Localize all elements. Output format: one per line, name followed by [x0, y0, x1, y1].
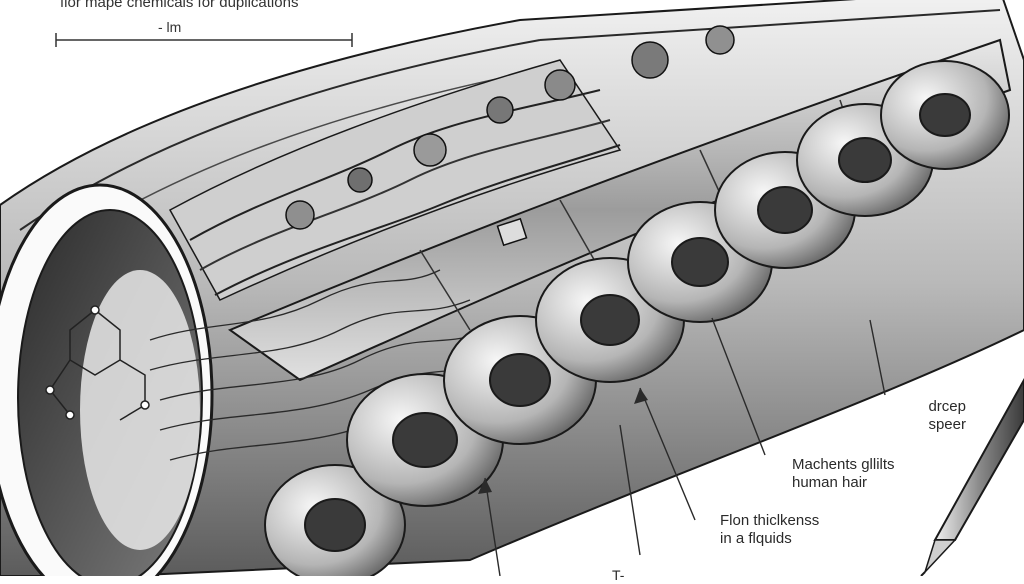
- pen-icon: [920, 377, 1024, 576]
- label-thickness-line1: Flon thiclkenss: [720, 512, 820, 529]
- label-drop-spear-line1: drcep: [928, 398, 966, 415]
- scale-bar: [55, 33, 353, 47]
- label-bottom: T-: [612, 567, 625, 583]
- label-human-hair-line2: human hair: [792, 474, 868, 491]
- label-drop-spear-line2: speer: [928, 416, 966, 433]
- interior-strands: [168, 25, 735, 301]
- ring-segments: [264, 60, 1010, 576]
- molecule-icon: [45, 305, 150, 421]
- tube-opening: [0, 183, 214, 576]
- label-human-hair-line1: Machents gllilts: [792, 456, 895, 473]
- label-thickness: Flon thiclkenss in a flquids: [720, 512, 819, 548]
- arrow-icon: [478, 388, 648, 494]
- label-human-hair: Machents gllilts human hair: [792, 456, 895, 492]
- label-thickness-line2: in a flquids: [720, 530, 792, 547]
- scale-label: - lm: [158, 19, 182, 35]
- annotation-leaders: [484, 317, 886, 576]
- top-caption: flor mape chemicals for duplications: [60, 0, 299, 11]
- label-drop-spear: drcep speer: [928, 398, 966, 434]
